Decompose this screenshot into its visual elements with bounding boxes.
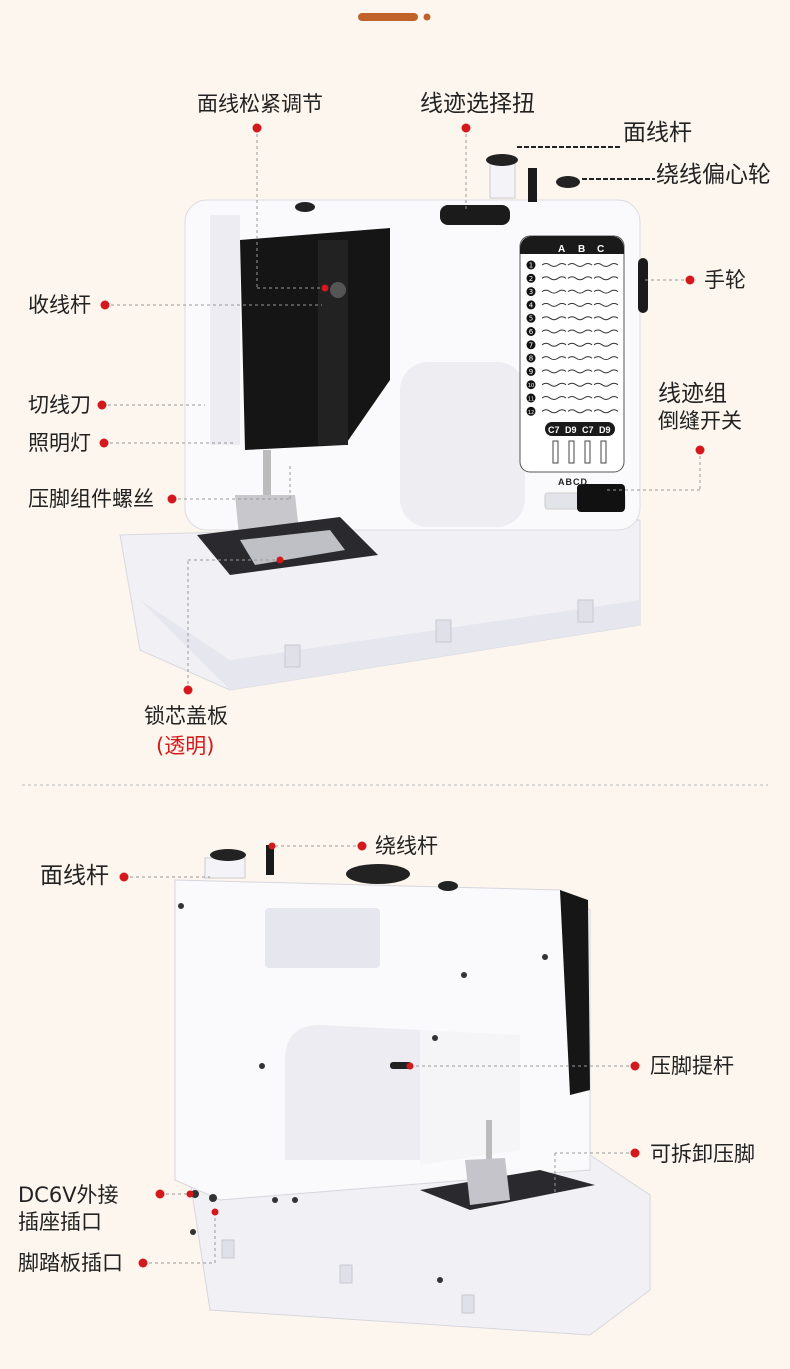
chart-footer-1: C7 [548, 425, 560, 435]
stitch-pattern-icon [541, 369, 567, 374]
chart-row-number: 6 [529, 328, 534, 336]
stitch-pattern-icon [541, 316, 567, 321]
label-reverse-switch: 倒缝开关 [658, 409, 742, 433]
callout-lines-bottom [124, 845, 635, 1264]
chart-row-number: 12 [528, 410, 534, 416]
chart-row-number: 9 [529, 368, 533, 376]
chart-row-number: 3 [529, 288, 533, 296]
stitch-pattern-icon [593, 382, 619, 387]
chart-row-marker [526, 327, 536, 336]
label-spool-pin: 面线杆 [623, 120, 692, 146]
stitch-pattern-icon [567, 302, 593, 307]
selector-positions: ABCD [558, 477, 588, 487]
stitch-pattern-icon [593, 356, 619, 361]
label-handwheel: 手轮 [704, 268, 746, 292]
label-presser-screw: 压脚组件螺丝 [28, 487, 154, 511]
label-dc-input-2: 插座插口 [18, 1210, 102, 1234]
stitch-pattern-icon [567, 276, 593, 281]
stitch-pattern-icon [593, 263, 619, 267]
stitch-pattern-icon [593, 342, 619, 347]
stitch-pattern-icon [593, 289, 619, 294]
label-stitch-group: 线迹组 [658, 381, 727, 407]
label-dc-input-1: DC6V外接 [18, 1183, 119, 1207]
stitch-pattern-icon [541, 276, 567, 281]
stitch-pattern-icon [593, 329, 619, 334]
label-thread-cutter: 切线刀 [28, 393, 91, 417]
stitch-pattern-icon [567, 329, 593, 334]
stitch-pattern-icon [593, 316, 619, 321]
stitch-pattern-icon [541, 302, 567, 307]
chart-row-marker [526, 380, 536, 390]
chart-row-marker [526, 406, 536, 416]
stitch-pattern-icon [541, 342, 567, 347]
chart-row-marker [526, 273, 536, 283]
stitch-pattern-icon [541, 356, 567, 361]
chart-col-c: C [597, 244, 604, 255]
callout-lines-dark [517, 146, 655, 180]
stitch-pattern-icon [541, 396, 567, 400]
label-winder-pin: 绕线杆 [375, 834, 438, 858]
stitch-pattern-icon [541, 263, 567, 267]
label-light: 照明灯 [28, 431, 91, 455]
chart-row-number: 7 [529, 341, 533, 349]
sewing-machine-back [174, 845, 651, 1336]
label-bobbin-cover: 锁芯盖板 [144, 704, 228, 728]
chart-footer-3: C7 [582, 425, 594, 435]
chart-row-number: 10 [528, 383, 534, 389]
chart-col-b: B [578, 244, 585, 255]
label-stitch-selector-knob: 线迹选择扭 [420, 91, 535, 117]
chart-row-marker [526, 340, 536, 350]
stitch-pattern-icon [541, 382, 567, 387]
chart-row-number: 5 [529, 315, 533, 323]
chart-row-marker [526, 260, 536, 270]
label-takeup-lever: 收线杆 [28, 293, 91, 317]
stitch-pattern-icon [593, 276, 619, 281]
stitch-pattern-icon [567, 396, 593, 400]
label-removable-foot: 可拆卸压脚 [650, 1142, 755, 1166]
stitch-pattern-icon [567, 342, 593, 347]
stitch-pattern-icon [593, 409, 619, 414]
chart-row-marker [526, 300, 536, 310]
stitch-pattern-icon [567, 263, 593, 267]
chart-row-number: 2 [529, 275, 533, 283]
chart-row-marker [526, 366, 536, 376]
label-bobbin-cover-note: (透明) [156, 734, 215, 758]
chart-col-a: A [558, 244, 565, 255]
label-foot-pedal-port: 脚踏板插口 [18, 1251, 123, 1275]
label-presser-lever: 压脚提杆 [650, 1054, 734, 1078]
sewing-machine-front [119, 154, 648, 691]
header-ornament-bar [358, 13, 418, 21]
chart-footer-2: D9 [565, 425, 577, 435]
stitch-pattern-icon [541, 289, 567, 294]
chart-footer-4: D9 [599, 425, 611, 435]
stitch-pattern-icon [567, 356, 593, 361]
stitch-pattern-icon [567, 369, 593, 374]
stitch-pattern-icon [567, 382, 593, 387]
chart-row-marker [526, 313, 536, 323]
label-thread-tension: 面线松紧调节 [197, 92, 323, 116]
stitch-pattern-icon [593, 369, 619, 374]
chart-row-number: 1 [529, 262, 533, 270]
chart-row-marker [526, 393, 536, 403]
stitch-pattern-icon [541, 409, 567, 414]
stitch-pattern-icon [541, 329, 567, 334]
stitch-pattern-icon [593, 396, 619, 400]
chart-row-marker [526, 287, 536, 297]
callout-dots-top [97, 123, 705, 695]
chart-row-number: 11 [528, 397, 534, 403]
label-bobbin-winder: 绕线偏心轮 [656, 162, 771, 188]
stitch-pattern-icon [567, 289, 593, 294]
stitch-pattern-icon [593, 302, 619, 307]
chart-row-number: 4 [529, 301, 534, 309]
label-spool-pin-back: 面线杆 [40, 863, 109, 889]
callout-dots-bottom [119, 841, 640, 1268]
stitch-selector-switch [577, 484, 625, 512]
chart-row-number: 8 [529, 355, 533, 363]
stitch-pattern-icon [567, 316, 593, 321]
stitch-pattern-icon [567, 409, 593, 414]
chart-row-marker [526, 353, 536, 363]
callout-lines-top [102, 128, 701, 690]
header-ornament-dot [423, 13, 431, 21]
